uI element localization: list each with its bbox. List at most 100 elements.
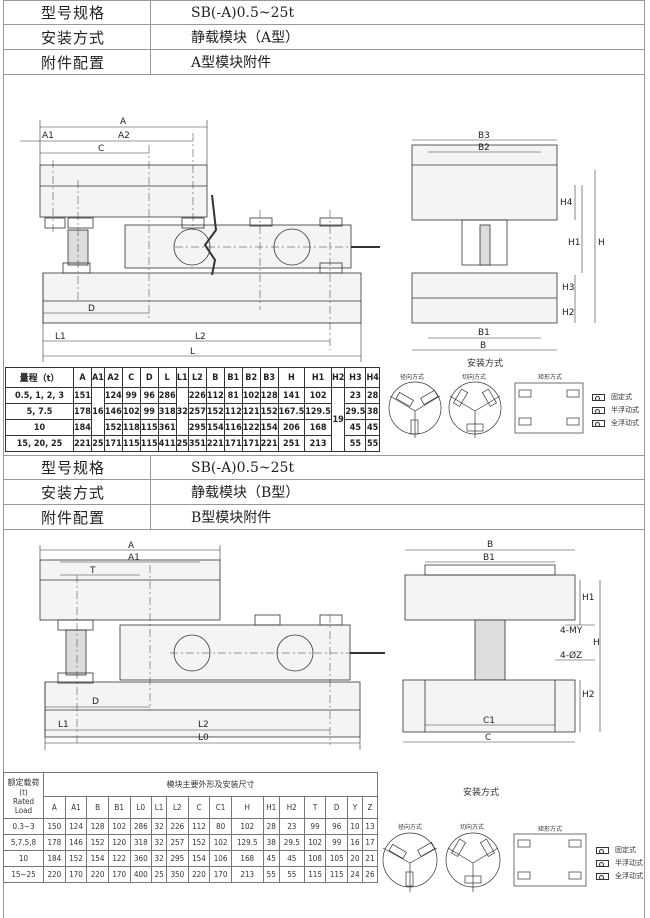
dim-c: C <box>485 733 491 743</box>
table-cell: 28 <box>262 818 280 835</box>
table-cell: 171 <box>103 435 123 452</box>
drawing-b-side: B B1 H1 4-MY H 4-ØZ H2 C1 C <box>402 540 601 743</box>
table-cell: H1 <box>304 367 332 388</box>
table-cell: H3 <box>344 367 367 388</box>
table-cell: 量程（t） <box>5 367 74 388</box>
table-cell: 105 <box>325 850 349 867</box>
table-cell: 99 <box>121 387 141 404</box>
dim-b1: B1 <box>483 553 495 563</box>
table-cell: H2 <box>278 796 305 819</box>
table-cell: B1 <box>107 796 131 819</box>
dim-4z: 4-ØZ <box>560 650 582 661</box>
table-cell: 115 <box>303 866 327 883</box>
table-cell: 15~25 <box>3 866 44 883</box>
table-cell: 257 <box>166 834 189 851</box>
install-diagram-b <box>382 832 587 892</box>
dim-a: A <box>128 541 135 551</box>
dim-h: H <box>598 238 605 248</box>
table-cell: 152 <box>205 403 225 420</box>
table-cell: C <box>187 796 211 819</box>
install-value: 静载模块（B型） <box>191 485 300 501</box>
table-cell: 15, 20, 25 <box>5 435 74 452</box>
table-cell: 99 <box>325 834 349 851</box>
table-cell: H4 <box>365 367 380 388</box>
dim-d: D <box>92 697 99 707</box>
drawing-a-front: A A1 A2 C D L1 L2 L <box>20 117 380 362</box>
dim-a2: A2 <box>118 131 130 141</box>
dim-l2: L2 <box>198 720 209 730</box>
table-cell: H <box>230 796 264 819</box>
table-cell: 171 <box>241 435 261 452</box>
install-legend-a: 固定式 半浮动式 全浮动式 <box>592 392 639 428</box>
table-cell: 55 <box>344 435 367 452</box>
table-cell: 10 <box>347 818 363 835</box>
table-cell: 295 <box>166 850 189 867</box>
table-cell: 20 <box>347 850 363 867</box>
legend-full: 全浮动式 <box>611 419 639 427</box>
table-cell: 0.5, 1, 2, 3 <box>5 387 74 404</box>
table-cell: 80 <box>209 818 232 835</box>
legend-semi: 半浮动式 <box>611 406 639 414</box>
accessory-label: 附件配置 <box>3 50 151 74</box>
table-cell: 55 <box>262 866 280 883</box>
dim-c: C <box>98 144 104 154</box>
table-cell: 400 <box>129 866 153 883</box>
table-cell: 45 <box>262 850 280 867</box>
table-cell: 213 <box>304 435 332 452</box>
drawing-a-side: B3 B2 H4 H1 H H3 H2 B1 B <box>411 131 605 351</box>
tangential-label: 切向方式 <box>460 824 485 831</box>
table-cell: 184 <box>43 850 66 867</box>
table-cell: 220 <box>43 866 66 883</box>
fixed-icon <box>592 393 605 401</box>
table-cell: 102 <box>107 818 131 835</box>
table-cell: 257 <box>187 403 207 420</box>
table-cell: 154 <box>187 850 211 867</box>
table-cell: 99 <box>303 818 327 835</box>
table-cell: H <box>277 367 306 388</box>
table-cell: 152 <box>64 850 88 867</box>
table-cell: 361 <box>157 419 177 436</box>
dim-a1: A1 <box>128 553 140 563</box>
table-cell: 178 <box>43 834 66 851</box>
table-cell: 226 <box>166 818 189 835</box>
table-cell: 168 <box>304 419 332 436</box>
install-title: 安装方式 <box>467 359 504 369</box>
table-cell: 221 <box>259 435 279 452</box>
table-cell: 81 <box>223 387 243 404</box>
dim-l0: L0 <box>198 733 209 743</box>
table-cell: 26 <box>361 866 379 883</box>
install-value: 静载模块（A型） <box>191 30 300 46</box>
install-label: 安装方式 <box>3 480 151 504</box>
table-cell: 102 <box>303 834 327 851</box>
table-cell: B <box>205 367 225 388</box>
dim-l2: L2 <box>195 332 206 342</box>
table-cell: 10 <box>3 850 44 867</box>
table-cell: 115 <box>139 419 159 436</box>
table-cell: 112 <box>205 387 225 404</box>
table-cell: 28 <box>365 387 380 404</box>
table-cell: 120 <box>107 834 131 851</box>
table-cell: 167.5 <box>277 403 306 420</box>
table-cell: L1 <box>151 796 168 819</box>
table-cell: L2 <box>166 796 189 819</box>
table-cell: 184 <box>73 419 92 436</box>
spec-value: SB(-A)0.5~25t <box>191 459 295 476</box>
table-cell: 115 <box>121 435 141 452</box>
dim-l1: L1 <box>58 720 69 730</box>
table-cell: 0.3~3 <box>3 818 44 835</box>
table-cell: 152 <box>187 834 211 851</box>
table-cell: 152 <box>103 419 123 436</box>
table-cell: 96 <box>325 818 349 835</box>
dim-l: L <box>190 347 195 357</box>
table-cell: 32 <box>151 834 168 851</box>
dim-h2: H2 <box>562 308 575 318</box>
table-cell: D <box>139 367 159 388</box>
rect-label: 矩形方式 <box>538 374 563 381</box>
table-cell: 226 <box>187 387 207 404</box>
table-cell: 150 <box>43 818 66 835</box>
table-cell: 220 <box>86 866 109 883</box>
table-cell: Y <box>347 796 363 819</box>
